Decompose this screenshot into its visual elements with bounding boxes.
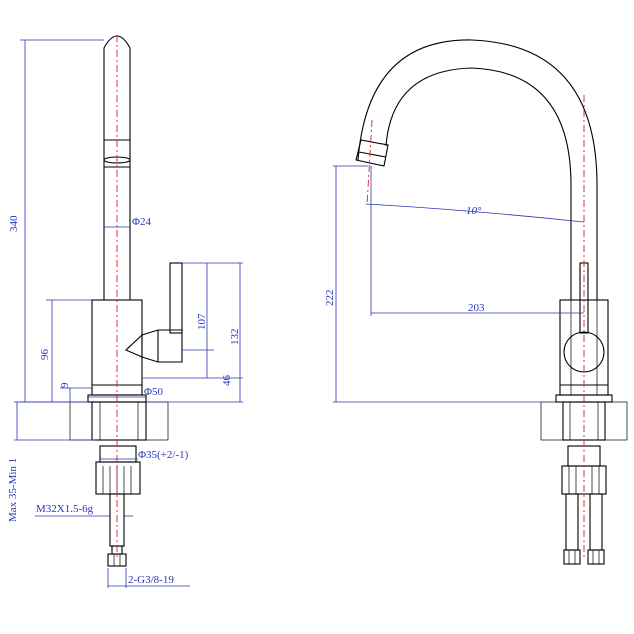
dim-lever-height: 107 [196, 313, 208, 330]
dim-lever-total: 132 [229, 329, 241, 346]
gooseneck-inner [385, 67, 572, 300]
dim-base-diameter: Φ50 [144, 386, 164, 398]
dim-height-total: 340 [8, 215, 20, 232]
dim-thread: M32X1.5-6g [36, 503, 94, 515]
front-deck-left [540, 401, 564, 441]
hose-nut [107, 553, 127, 567]
dim-spout-height: 222 [324, 290, 336, 307]
spout-centerline [366, 119, 373, 206]
angle-arc [365, 203, 585, 223]
front-hose-right [589, 493, 603, 551]
aerator [355, 139, 389, 167]
front-view: 10° 203 222 [324, 39, 628, 565]
dim-deck-thickness: Max 35-Min 1 [7, 458, 19, 522]
dim-hose-thread: 2-G3/8-19 [128, 574, 174, 586]
front-deck-right [604, 401, 628, 441]
gooseneck-outer [357, 39, 598, 300]
dim-lever-base: 46 [221, 375, 233, 387]
deck-left [69, 401, 93, 441]
dim-spout-reach: 203 [468, 302, 485, 314]
side-view: 340 Φ24 107 132 46 96 9 Φ50 Φ35(+2/-1) M… [7, 35, 243, 588]
dim-base-offset: 9 [59, 382, 71, 388]
mounting-nut [95, 461, 141, 495]
dim-body-height: 96 [39, 349, 51, 361]
dim-spout-diameter: Φ24 [132, 216, 152, 228]
lever-handle [169, 262, 183, 334]
dim-hole-diameter: Φ35(+2/-1) [138, 449, 189, 461]
lever-hub [141, 329, 183, 363]
front-hose-left [565, 493, 579, 551]
deck-right [145, 401, 169, 441]
dim-spout-angle: 10° [466, 205, 482, 217]
